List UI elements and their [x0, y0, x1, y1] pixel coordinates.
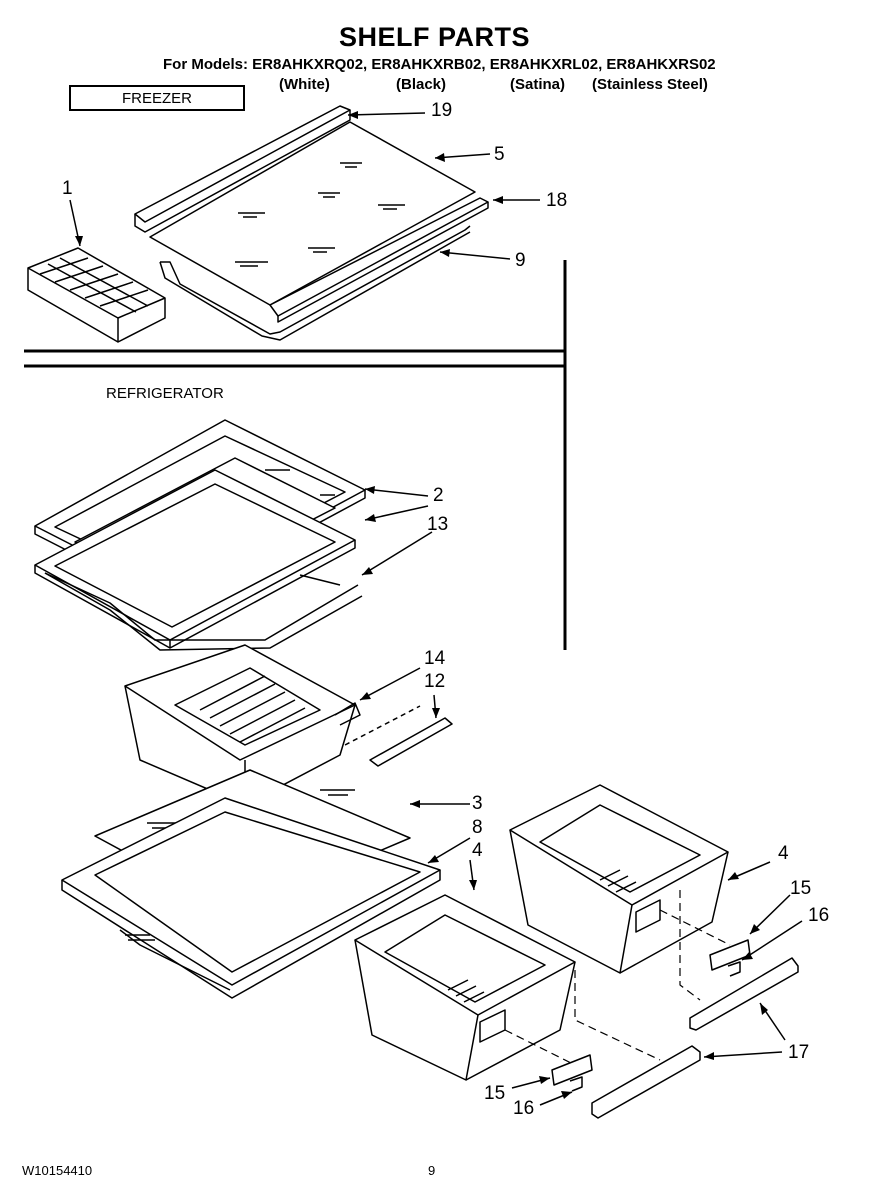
- callout-16-right: 16: [808, 905, 830, 926]
- callout-8: 8: [472, 817, 483, 838]
- variant-stainless-steel: (Stainless Steel): [592, 76, 708, 93]
- section-dividers: [24, 260, 567, 650]
- callout-1: 1: [62, 178, 73, 199]
- refrigerator-shelf-frame-13: [44, 572, 363, 651]
- callout-15-left: 15: [484, 1083, 506, 1104]
- crisper-frame-8: [61, 797, 441, 999]
- drawer-slide-17-left: [591, 1045, 701, 1119]
- freezer-shelf-trim-18: [269, 197, 489, 323]
- refrigerator-section-label: REFRIGERATOR: [106, 385, 224, 402]
- callout-5: 5: [494, 144, 505, 165]
- callout-15-right: 15: [790, 878, 812, 899]
- callout-4-right-drawer: 4: [778, 843, 789, 864]
- callout-13: 13: [427, 514, 449, 535]
- variant-satina: (Satina): [510, 76, 566, 93]
- crisper-drawer-4-left: [354, 894, 576, 1081]
- variant-black: (Black): [396, 76, 447, 93]
- freezer-section-label: FREEZER: [69, 85, 245, 111]
- document-number: W10154410: [22, 1163, 93, 1178]
- page-title: SHELF PARTS: [338, 22, 530, 52]
- page-number: 9: [428, 1163, 436, 1178]
- freezer-glass-shelf-5: [149, 121, 476, 306]
- callout-leaders: [69, 112, 803, 1106]
- alignment-lines: [504, 890, 731, 1066]
- drawer-clip-15-16-left: [551, 1054, 593, 1092]
- crisper-drawer-4-right: [509, 784, 729, 974]
- callout-14: 14: [424, 648, 446, 669]
- cover-strip-12: [344, 705, 453, 767]
- callout-2: 2: [433, 485, 444, 506]
- callout-3: 3: [472, 793, 483, 814]
- callout-19: 19: [431, 100, 453, 121]
- drawer-slide-17-right: [689, 957, 799, 1031]
- callout-17: 17: [788, 1042, 810, 1063]
- callout-18: 18: [546, 190, 568, 211]
- freezer-shelf-trim-19: [134, 105, 351, 233]
- models-line: For Models: ER8AHKXRQ02, ER8AHKXRB02, ER…: [163, 56, 716, 73]
- freezer-shelf-frame-9: [159, 225, 471, 341]
- callout-arrowheads: [75, 111, 768, 1099]
- callout-16-left: 16: [513, 1098, 535, 1119]
- callout-12: 12: [424, 671, 446, 692]
- variant-white: (White): [279, 76, 330, 93]
- callout-4-left-drawer: 4: [472, 840, 483, 861]
- callout-9: 9: [515, 250, 526, 271]
- ice-tray-part: [27, 247, 166, 343]
